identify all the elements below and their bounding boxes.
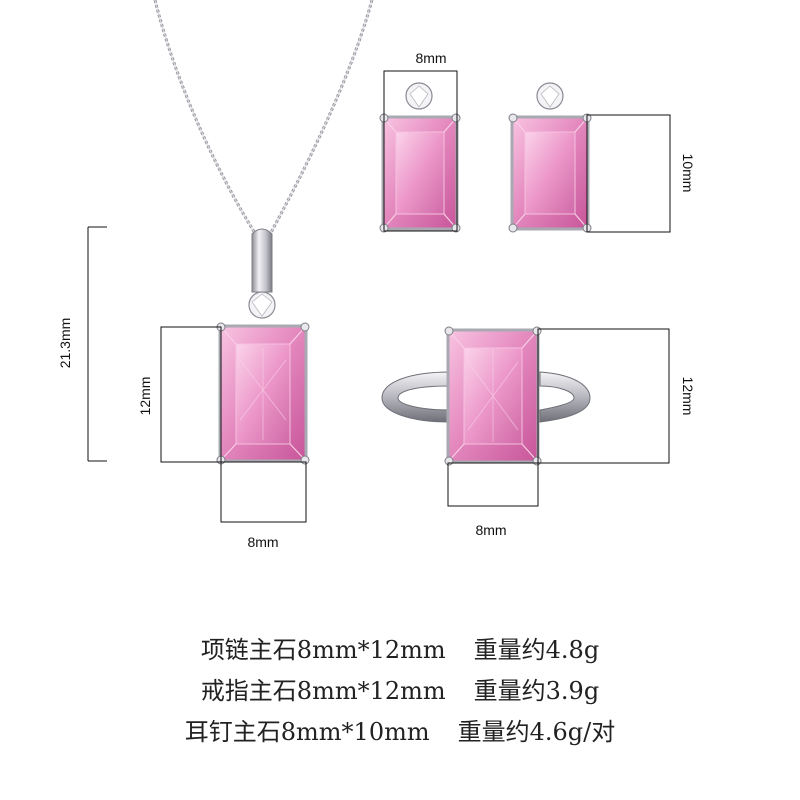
dimension-lines (87, 70, 671, 523)
necklace-chain (153, 0, 374, 239)
earring-width-label: 8mm (415, 50, 446, 66)
earring-left (379, 82, 461, 233)
ring (381, 326, 591, 466)
spec-ring-weight: 重量约3.9g (473, 677, 600, 705)
ring-height-box (537, 328, 670, 464)
spec-ring-item: 戒指主石8mm*12mm (200, 677, 446, 705)
earring-height-label: 10mm (680, 154, 696, 193)
pendant-total-label: 21.3mm (57, 318, 73, 369)
pendant-width-label: 8mm (247, 534, 278, 550)
pendant-bail (251, 228, 273, 293)
spec-necklace-weight: 重量约4.8g (473, 636, 600, 664)
ring-band (381, 371, 451, 423)
spec-earrings-item: 耳钉主石8mm*10mm (184, 718, 430, 746)
pendant-height-box (160, 326, 222, 463)
spec-earrings: 耳钉主石8mm*10mm 重量约4.6g/对 (0, 712, 800, 753)
earring-right (508, 82, 592, 233)
pendant-height-label: 12mm (137, 377, 153, 416)
ring-height-label: 12mm (680, 377, 696, 416)
necklace-pendant (216, 228, 310, 465)
earring-width-box (383, 70, 458, 232)
earring-height-box (586, 114, 671, 233)
pendant-total-bracket (87, 226, 107, 462)
spec-necklace-item: 项链主石8mm*12mm (200, 636, 446, 664)
ring-width-box (447, 462, 539, 507)
ring-width-label: 8mm (475, 522, 506, 538)
spec-ring: 戒指主石8mm*12mm 重量约3.9g (0, 671, 800, 712)
spec-necklace: 项链主石8mm*12mm 重量约4.8g (0, 630, 800, 671)
spec-earrings-weight: 重量约4.6g/对 (457, 718, 616, 746)
pendant-width-box (220, 461, 307, 523)
